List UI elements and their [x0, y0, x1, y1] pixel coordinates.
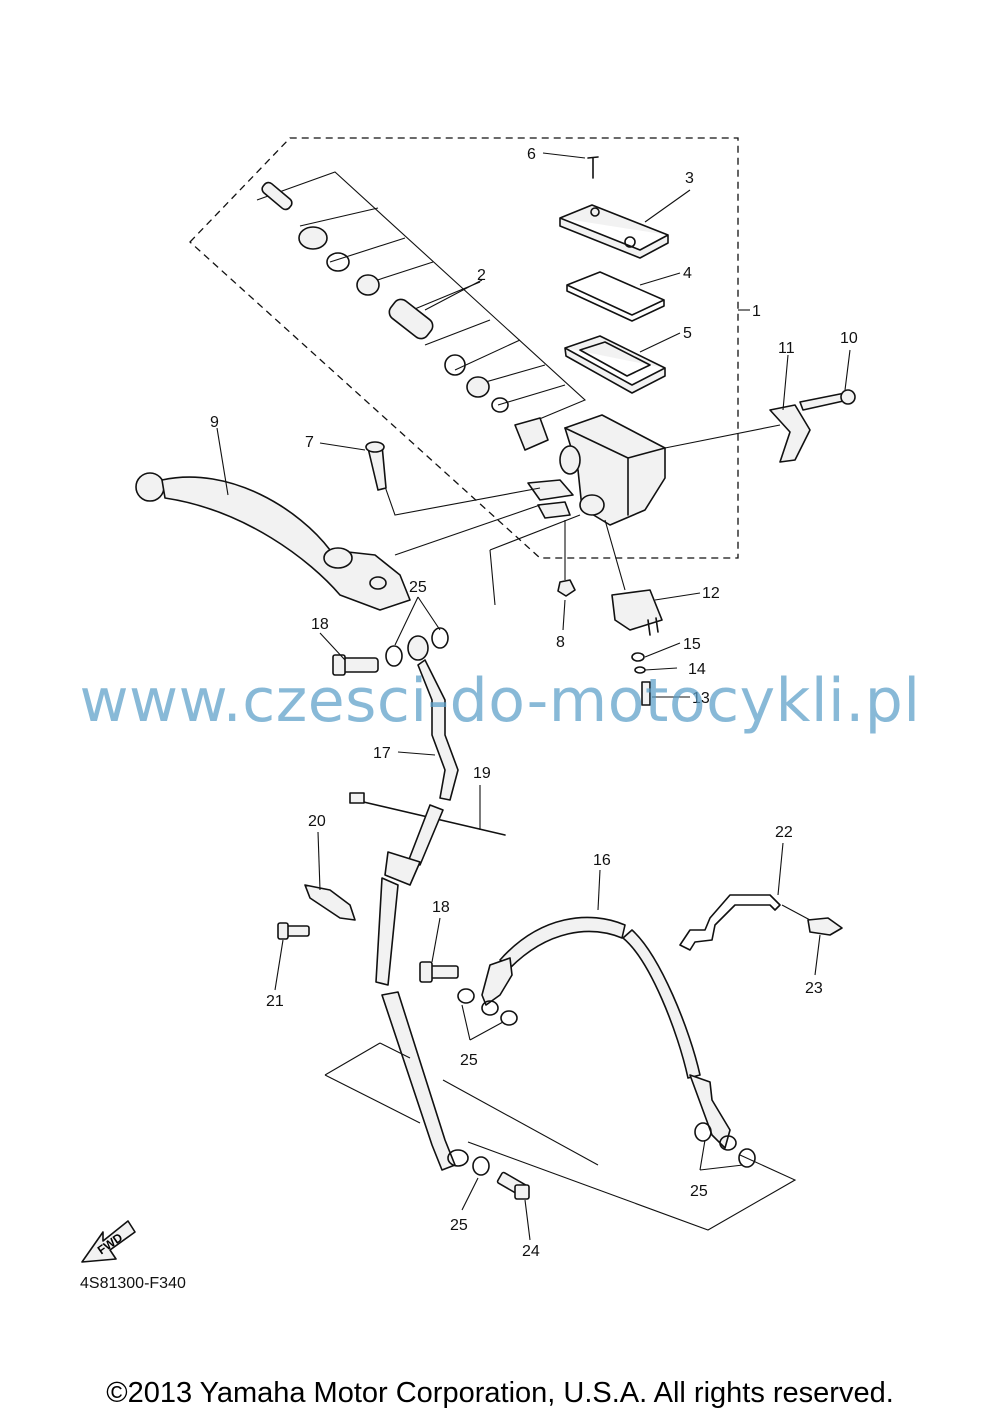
callout-17: 17 [373, 745, 391, 762]
callout-21: 21 [266, 993, 284, 1010]
drawing-code: 4S81300-F340 [80, 1275, 186, 1292]
callout-1: 1 [752, 303, 761, 320]
callout-18-upper: 18 [311, 616, 329, 633]
upper-union-group [332, 596, 449, 676]
copyright-notice: ©2013 Yamaha Motor Corporation, U.S.A. A… [106, 1377, 894, 1409]
lower-washers-and-bolt [472, 1122, 756, 1200]
callout-19: 19 [473, 765, 491, 782]
holder-and-bolt [769, 389, 856, 463]
callout-25-upper: 25 [409, 579, 427, 596]
callout-22: 22 [775, 824, 793, 841]
callout-7: 7 [305, 434, 314, 451]
assembly-boundary [189, 137, 739, 559]
callout-6: 6 [527, 146, 536, 163]
callout-14: 14 [688, 661, 706, 678]
master-cylinder-body [381, 414, 781, 606]
brake-hose-right [481, 916, 737, 1151]
callout-15: 15 [683, 636, 701, 653]
bracket-and-clip [679, 894, 843, 951]
callout-12: 12 [702, 585, 720, 602]
callout-5: 5 [683, 325, 692, 342]
callout-23: 23 [805, 980, 823, 997]
pivot-bolt-and-nut [365, 441, 576, 597]
callout-25-lower: 25 [450, 1217, 468, 1234]
callout-16: 16 [593, 852, 611, 869]
brake-hose-upper [417, 659, 459, 801]
callout-2: 2 [477, 267, 486, 284]
hose-guide [277, 884, 356, 940]
piston-kit-group [256, 171, 587, 451]
callout-leaders [216, 152, 851, 1241]
stop-switch-group [611, 589, 663, 706]
brake-hose-lower [375, 804, 469, 1171]
lower-reference-frame [324, 1042, 797, 1231]
callout-13: 13 [692, 690, 710, 707]
callout-11: 11 [778, 340, 795, 357]
callout-10: 10 [840, 330, 858, 347]
callout-25-middle: 25 [460, 1052, 478, 1069]
fwd-arrow-icon: FWD [81, 1220, 136, 1263]
callout-9: 9 [210, 414, 219, 431]
callout-labels: 1 2 3 4 5 6 7 8 9 10 11 12 13 14 15 16 1… [210, 146, 858, 1260]
callout-18-lower: 18 [432, 899, 450, 916]
reservoir-cover-group [559, 156, 669, 394]
callout-4: 4 [683, 265, 692, 282]
lower-union-group [419, 961, 518, 1041]
callout-3: 3 [685, 170, 694, 187]
callout-20: 20 [308, 813, 326, 830]
callout-8: 8 [556, 634, 565, 651]
callout-24: 24 [522, 1243, 540, 1260]
callout-25-right: 25 [690, 1183, 708, 1200]
brake-lever [135, 472, 411, 611]
